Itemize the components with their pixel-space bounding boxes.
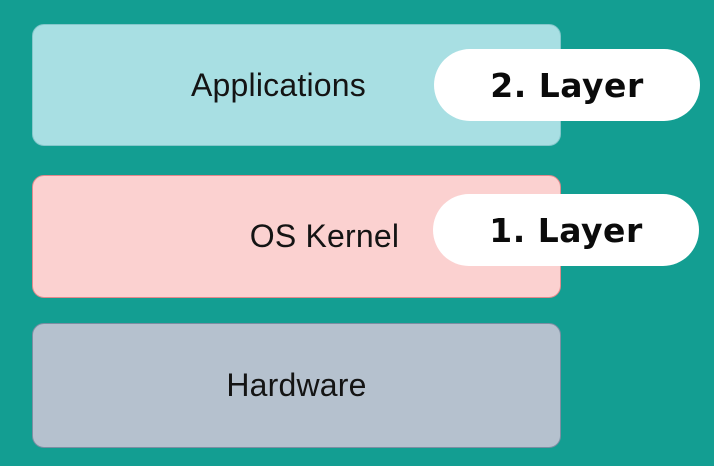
- hardware-layer-label: Hardware: [226, 367, 367, 403]
- layer-2-badge: 2. Layer: [434, 49, 700, 121]
- layer-2-badge-label: 2. Layer: [490, 65, 644, 105]
- os-kernel-layer-label: OS Kernel: [249, 218, 400, 254]
- layer-1-badge: 1. Layer: [433, 194, 699, 266]
- layer-1-badge-label: 1. Layer: [489, 210, 643, 250]
- hardware-layer-box: Hardware: [32, 323, 561, 448]
- applications-layer-label: Applications: [191, 66, 366, 103]
